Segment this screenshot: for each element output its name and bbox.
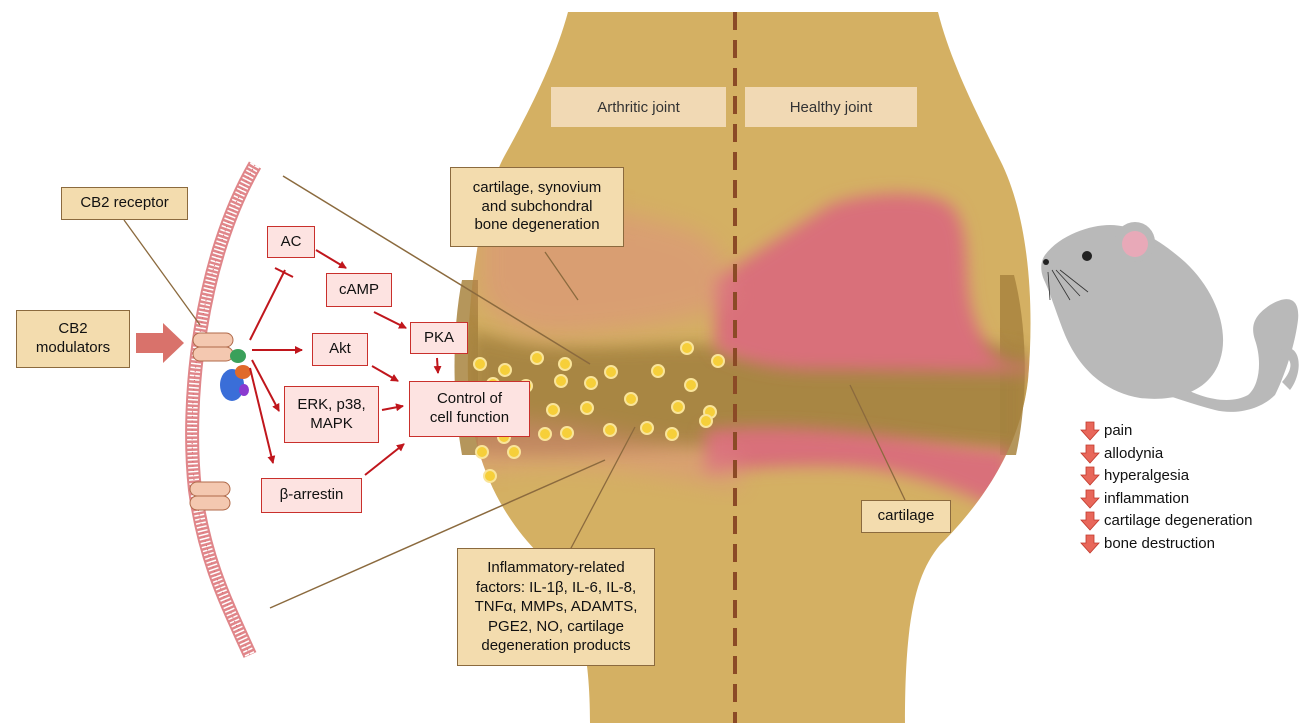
modulator-arrow [136,323,184,363]
effect-item: bone destruction [1080,533,1252,556]
down-arrow-icon [1080,489,1100,509]
effect-item: cartilage degeneration [1080,510,1252,533]
effect-label: pain [1104,422,1133,439]
cb2-receptor-leader [123,219,201,326]
cartilage-callout: cartilage [861,500,951,533]
down-arrow-icon [1080,421,1100,441]
inflammatory-line1: Inflammatory-related [487,559,625,577]
effect-label: cartilage degeneration [1104,512,1253,529]
signalling-arrows [249,249,442,476]
cell-membrane [185,161,262,658]
akt-node: Akt [312,333,368,366]
down-arrow-icon [1080,466,1100,486]
cb2-modulators-line1: CB2 [58,320,88,338]
inflammatory-line5: degeneration products [481,637,631,655]
effect-label: hyperalgesia [1104,467,1190,484]
degeneration-callout: cartilage, synovium and subchondral bone… [450,167,624,247]
inflammatory-line4: PGE2, NO, cartilage [488,617,624,635]
erk-line1: ERK, p38, [297,395,366,413]
control-line1: Control of [436,390,503,408]
zoom-lines [269,175,606,609]
effect-item: pain [1080,420,1252,443]
effects-list: pain allodynia hyperalgesia inflammation… [1080,420,1252,555]
degeneration-line3: bone degeneration [474,216,600,234]
cb2-receptor-text: CB2 receptor [80,194,169,212]
down-arrow-icon [1080,534,1100,554]
inflammatory-factors-callout: Inflammatory-related factors: IL-1β, IL-… [457,548,655,666]
effect-label: allodynia [1104,444,1164,462]
down-arrow-icon [1080,444,1100,464]
g-protein-complex [220,349,251,401]
callout-leaders [544,251,906,551]
cb2-modulators-line2: modulators [35,339,111,356]
healthy-cartilage [705,193,1030,515]
cb2-receptor-shape [189,332,234,511]
effect-label: inflammation [1104,489,1190,507]
cb2-receptor-label: CB2 receptor [61,187,188,220]
erk-line2: MAPK [310,414,353,432]
cb2-modulators-label: CB2 modulators [16,310,130,368]
arthritic-joint-header: Arthritic joint [551,87,726,127]
control-line2: cell function [429,409,510,426]
degeneration-line2: and subchondral [481,197,593,215]
degeneration-line1: cartilage, synovium [472,178,602,196]
beta-arrestin-node: β-arrestin [261,478,362,513]
effect-item: allodynia [1080,443,1252,466]
healthy-joint-header: Healthy joint [745,87,917,127]
effect-item: inflammation [1080,488,1252,511]
effect-item: hyperalgesia [1080,465,1252,488]
ac-node: AC [267,226,315,258]
pka-node: PKA [410,322,468,354]
inflammatory-line2: factors: IL-1β, IL-6, IL-8, [475,578,637,596]
mouse-illustration [1041,222,1299,412]
camp-node: cAMP [326,273,392,307]
effect-label: bone destruction [1104,534,1215,552]
control-cell-function-node: Control of cell function [409,381,530,437]
inflammatory-line3: TNFα, MMPs, ADAMTS, [474,598,638,616]
down-arrow-icon [1080,511,1100,531]
erk-node: ERK, p38, MAPK [284,386,379,443]
